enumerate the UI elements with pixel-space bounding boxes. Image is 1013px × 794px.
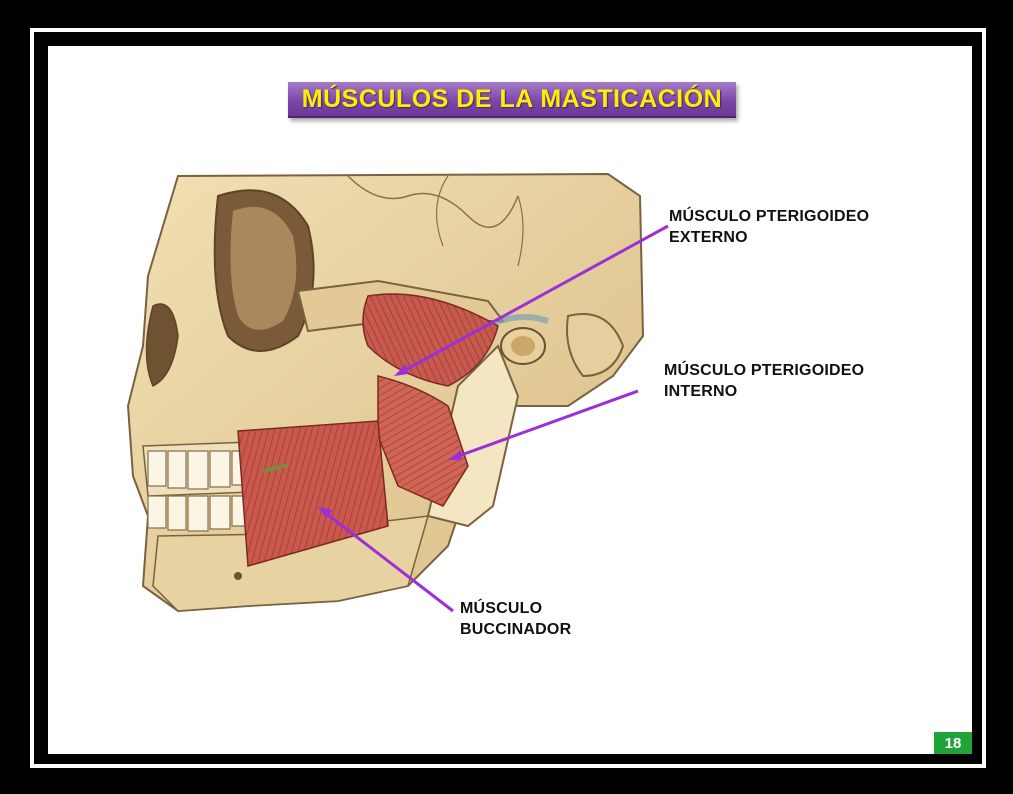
label-line: BUCCINADOR: [460, 619, 571, 640]
label-pterigoideo-interno: MÚSCULO PTERIGOIDEO INTERNO: [664, 360, 864, 402]
label-line: INTERNO: [664, 381, 864, 402]
slide: MÚSCULOS DE LA MASTICACIÓN: [48, 46, 972, 754]
slide-number-badge: 18: [934, 732, 972, 754]
label-line: MÚSCULO PTERIGOIDEO: [664, 360, 864, 381]
label-line: EXTERNO: [669, 227, 869, 248]
label-line: MÚSCULO: [460, 598, 571, 619]
label-buccinador: MÚSCULO BUCCINADOR: [460, 598, 571, 640]
label-line: MÚSCULO PTERIGOIDEO: [669, 206, 869, 227]
label-pterigoideo-externo: MÚSCULO PTERIGOIDEO EXTERNO: [669, 206, 869, 248]
